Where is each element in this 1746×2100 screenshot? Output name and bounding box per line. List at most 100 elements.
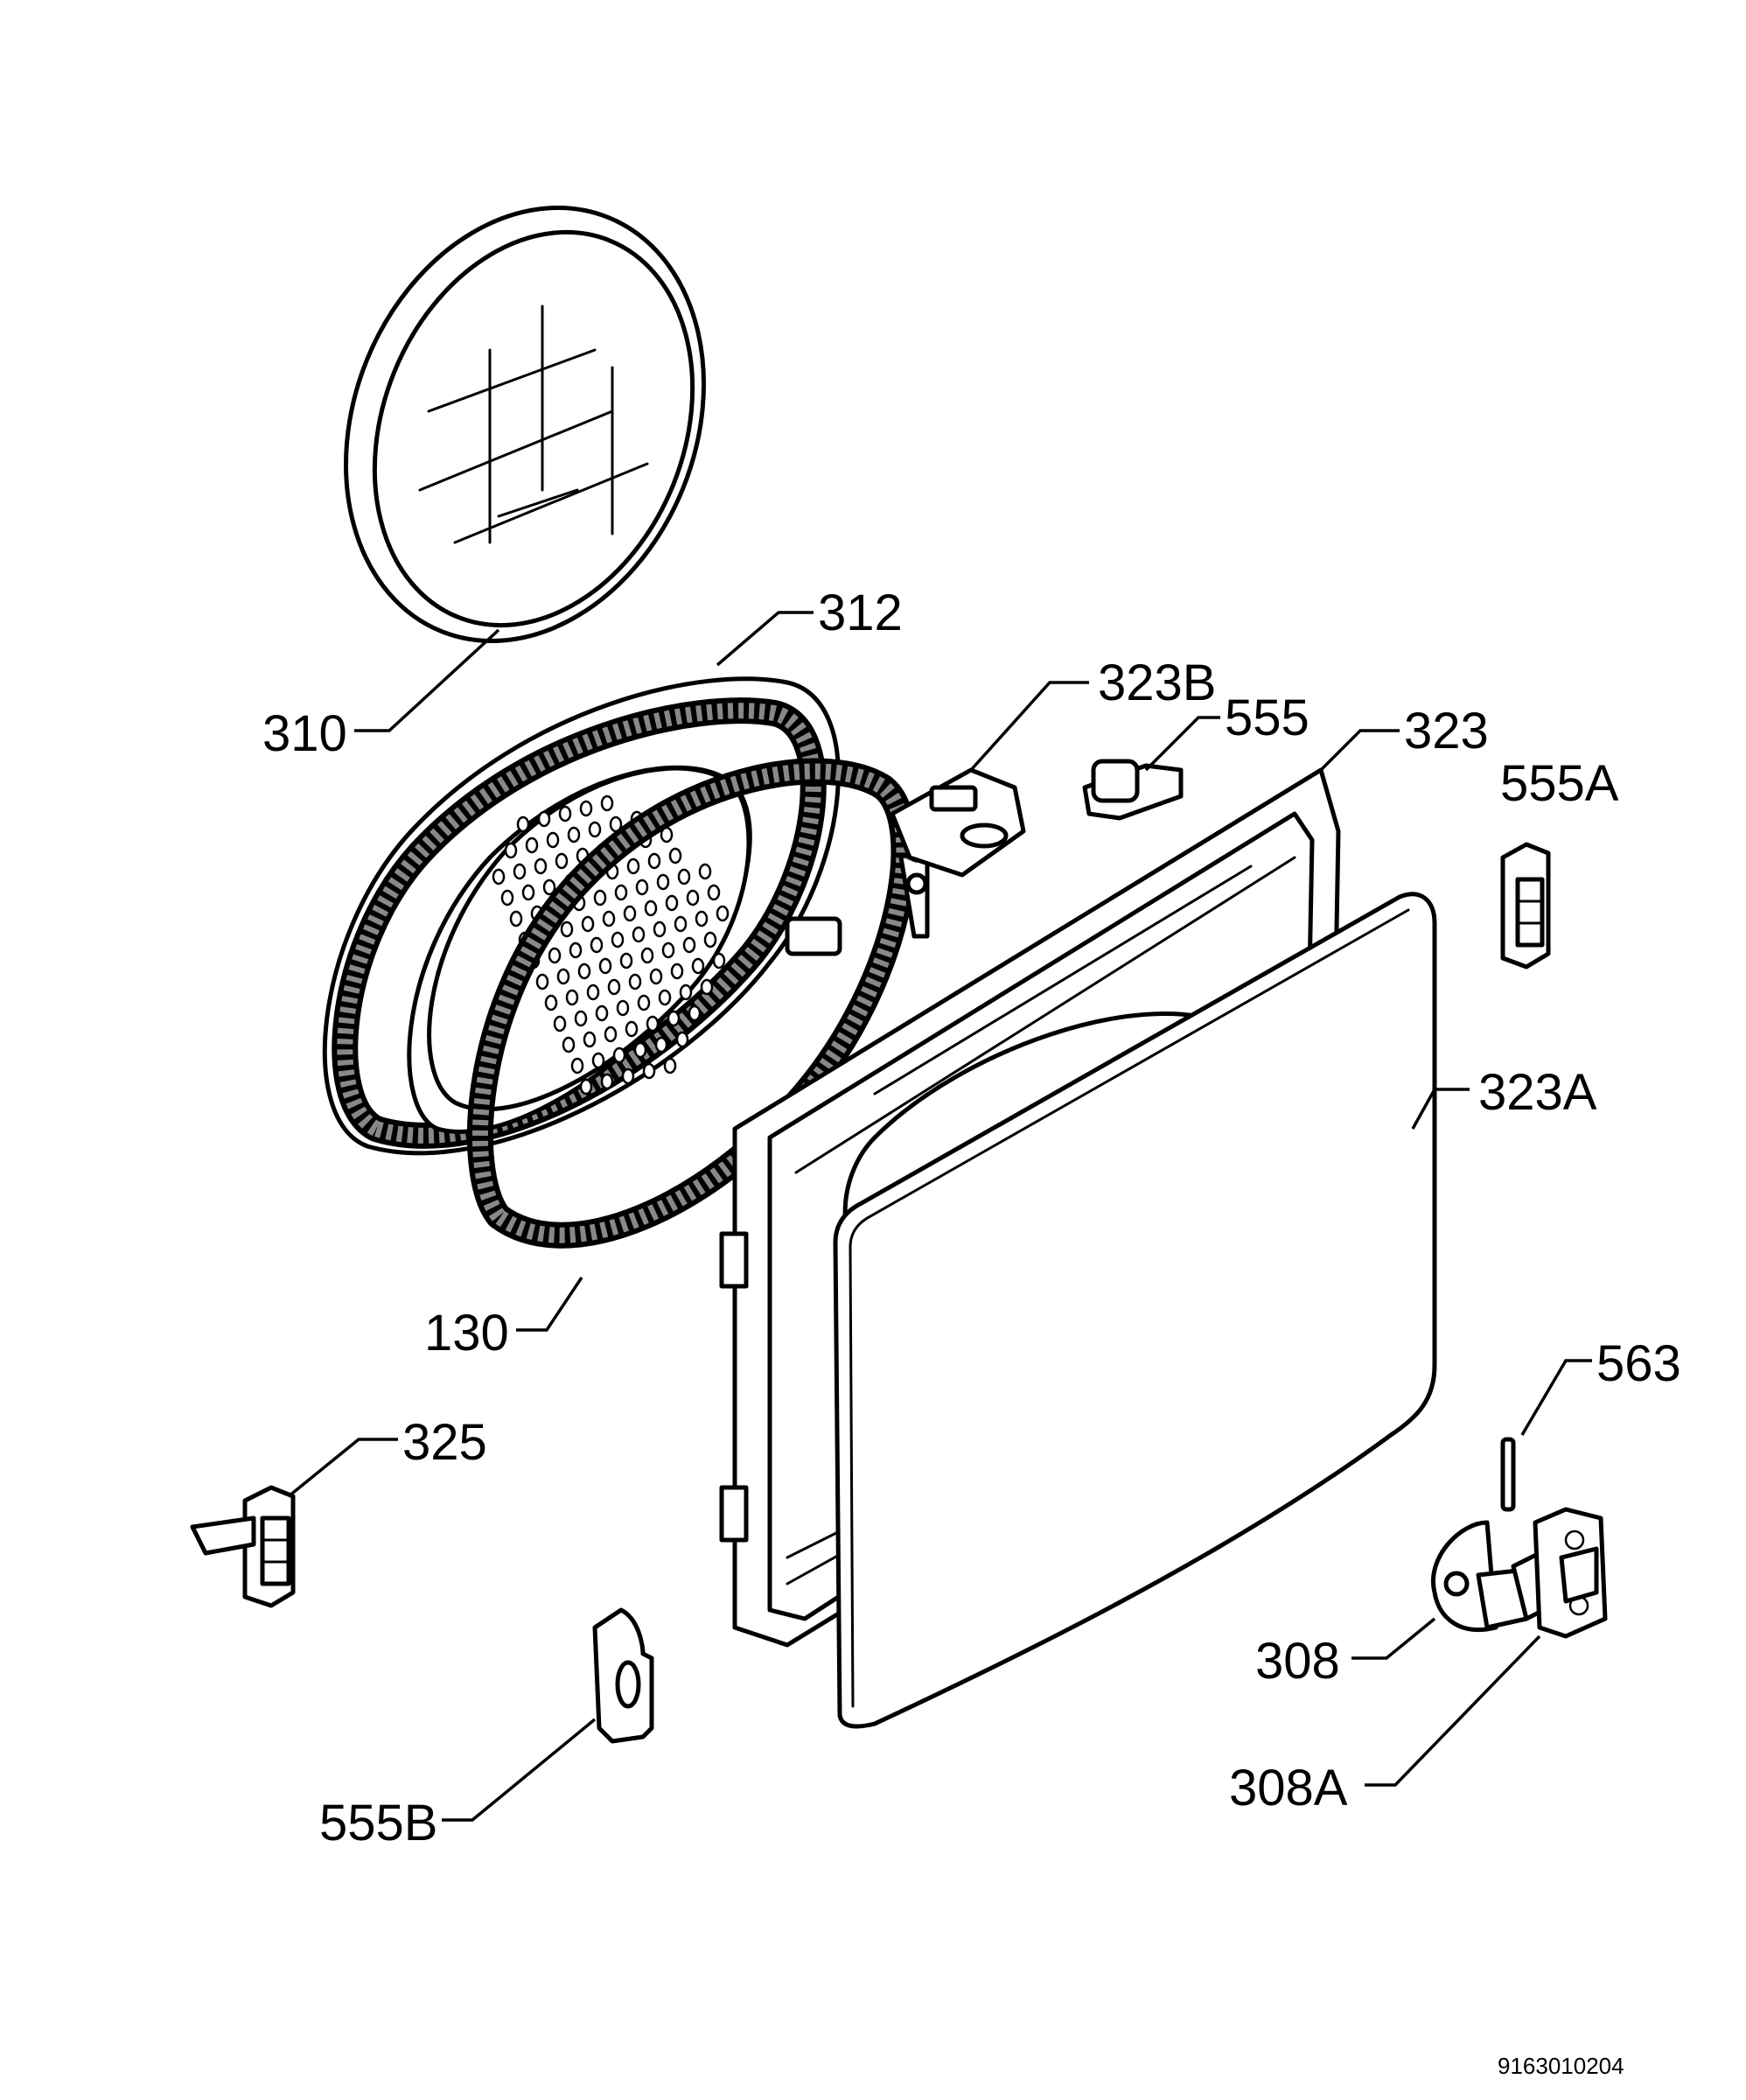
filter-hole — [686, 889, 700, 906]
filter-hole — [600, 1073, 614, 1090]
callout-323: 323 — [1404, 703, 1489, 760]
filter-hole — [525, 836, 539, 854]
part-308A-hinge-plate — [1533, 1507, 1608, 1639]
filter-hole — [593, 889, 607, 906]
filter-hole — [677, 868, 691, 886]
filter-hole — [649, 968, 663, 985]
callout-312: 312 — [818, 584, 903, 641]
part-555-latch — [1082, 759, 1184, 821]
filter-hole — [614, 884, 628, 901]
callout-563: 563 — [1596, 1335, 1681, 1392]
filter-hole — [695, 910, 709, 928]
filter-hole — [535, 973, 549, 990]
part-555A-latch — [1500, 842, 1551, 970]
filter-hole — [635, 878, 649, 896]
filter-hole — [691, 957, 705, 975]
filter-hole — [653, 920, 667, 938]
part-325-switch — [190, 1485, 296, 1608]
filter-hole — [675, 1031, 689, 1048]
filter-hole — [521, 884, 535, 901]
filter-hole — [623, 905, 637, 922]
filter-hole — [611, 931, 625, 948]
part-308-hinge — [1431, 1520, 1547, 1633]
filter-hole — [602, 910, 616, 928]
filter-hole — [537, 810, 551, 828]
filter-hole — [546, 831, 560, 849]
filter-hole — [647, 852, 661, 870]
callout-323A: 323A — [1478, 1064, 1597, 1121]
filter-hole — [600, 794, 614, 812]
filter-hole — [642, 1062, 656, 1080]
callout-308A: 308A — [1229, 1760, 1348, 1816]
filter-hole — [625, 1020, 639, 1038]
filter-hole — [682, 936, 696, 954]
callout-labels: 310 312 323B 555 323 555A 323A 130 563 3… — [262, 584, 1681, 2079]
filter-hole — [548, 947, 562, 964]
filter-hole — [628, 973, 642, 990]
filter-hole — [577, 962, 591, 980]
part-310-door-glass — [344, 206, 706, 643]
filter-hole — [621, 1068, 635, 1085]
filter-hole — [586, 984, 600, 1001]
filter-hole — [616, 999, 630, 1017]
filter-hole — [626, 858, 640, 875]
filter-hole — [712, 952, 726, 970]
leader-lines — [287, 611, 1592, 1822]
filter-hole — [560, 920, 574, 938]
filter-hole — [632, 926, 646, 943]
callout-555: 555 — [1225, 690, 1310, 746]
filter-hole — [567, 826, 581, 844]
filter-hole — [663, 1057, 677, 1074]
filter-hole — [574, 1010, 588, 1027]
part-323B-latch-bracket — [890, 767, 1026, 939]
filter-hole — [544, 994, 558, 1012]
filter-hole — [670, 962, 684, 980]
filter-hole — [612, 1046, 626, 1064]
callout-323B: 323B — [1098, 654, 1216, 711]
filter-hole — [542, 878, 556, 896]
part-130-door-gasket — [466, 758, 918, 1249]
callout-310: 310 — [262, 705, 347, 762]
filter-hole — [534, 858, 548, 875]
part-563-pin — [1500, 1437, 1516, 1512]
filter-hole — [646, 1015, 660, 1032]
filter-hole — [562, 1036, 576, 1054]
filter-hole — [558, 805, 572, 822]
filter-hole — [658, 989, 672, 1006]
filter-hole — [667, 1010, 681, 1027]
filter-hole — [637, 994, 651, 1012]
filter-hole — [579, 1078, 593, 1096]
filter-hole — [569, 942, 583, 959]
filter-hole — [588, 821, 602, 838]
callout-325: 325 — [402, 1414, 487, 1471]
filter-hole — [591, 1052, 605, 1069]
filter-hole — [700, 978, 714, 996]
filter-hole — [513, 863, 527, 880]
filter-hole — [556, 968, 570, 985]
filter-hole — [607, 978, 621, 996]
filter-hole — [555, 852, 569, 870]
document-id: 9163010204 — [1498, 2053, 1624, 2079]
filter-hole — [716, 905, 730, 922]
filter-hole — [509, 910, 523, 928]
filter-hole — [590, 936, 604, 954]
callout-555A: 555A — [1500, 755, 1619, 812]
filter-hole — [661, 942, 675, 959]
filter-hole — [654, 1036, 668, 1054]
filter-hole — [688, 1004, 702, 1022]
callout-555B: 555B — [319, 1795, 437, 1852]
filter-hole — [619, 952, 633, 970]
callout-308: 308 — [1255, 1633, 1340, 1690]
filter-hole — [674, 915, 688, 933]
filter-hole — [640, 947, 654, 964]
filter-hole — [679, 984, 693, 1001]
filter-hole — [633, 1041, 647, 1059]
filter-hole — [553, 1015, 567, 1032]
filter-hole — [656, 873, 670, 891]
part-555B-catch — [592, 1607, 654, 1744]
part-323A-door-panel — [833, 892, 1437, 1729]
filter-hole — [668, 847, 682, 864]
filter-hole — [504, 842, 518, 859]
filter-hole — [579, 800, 593, 817]
